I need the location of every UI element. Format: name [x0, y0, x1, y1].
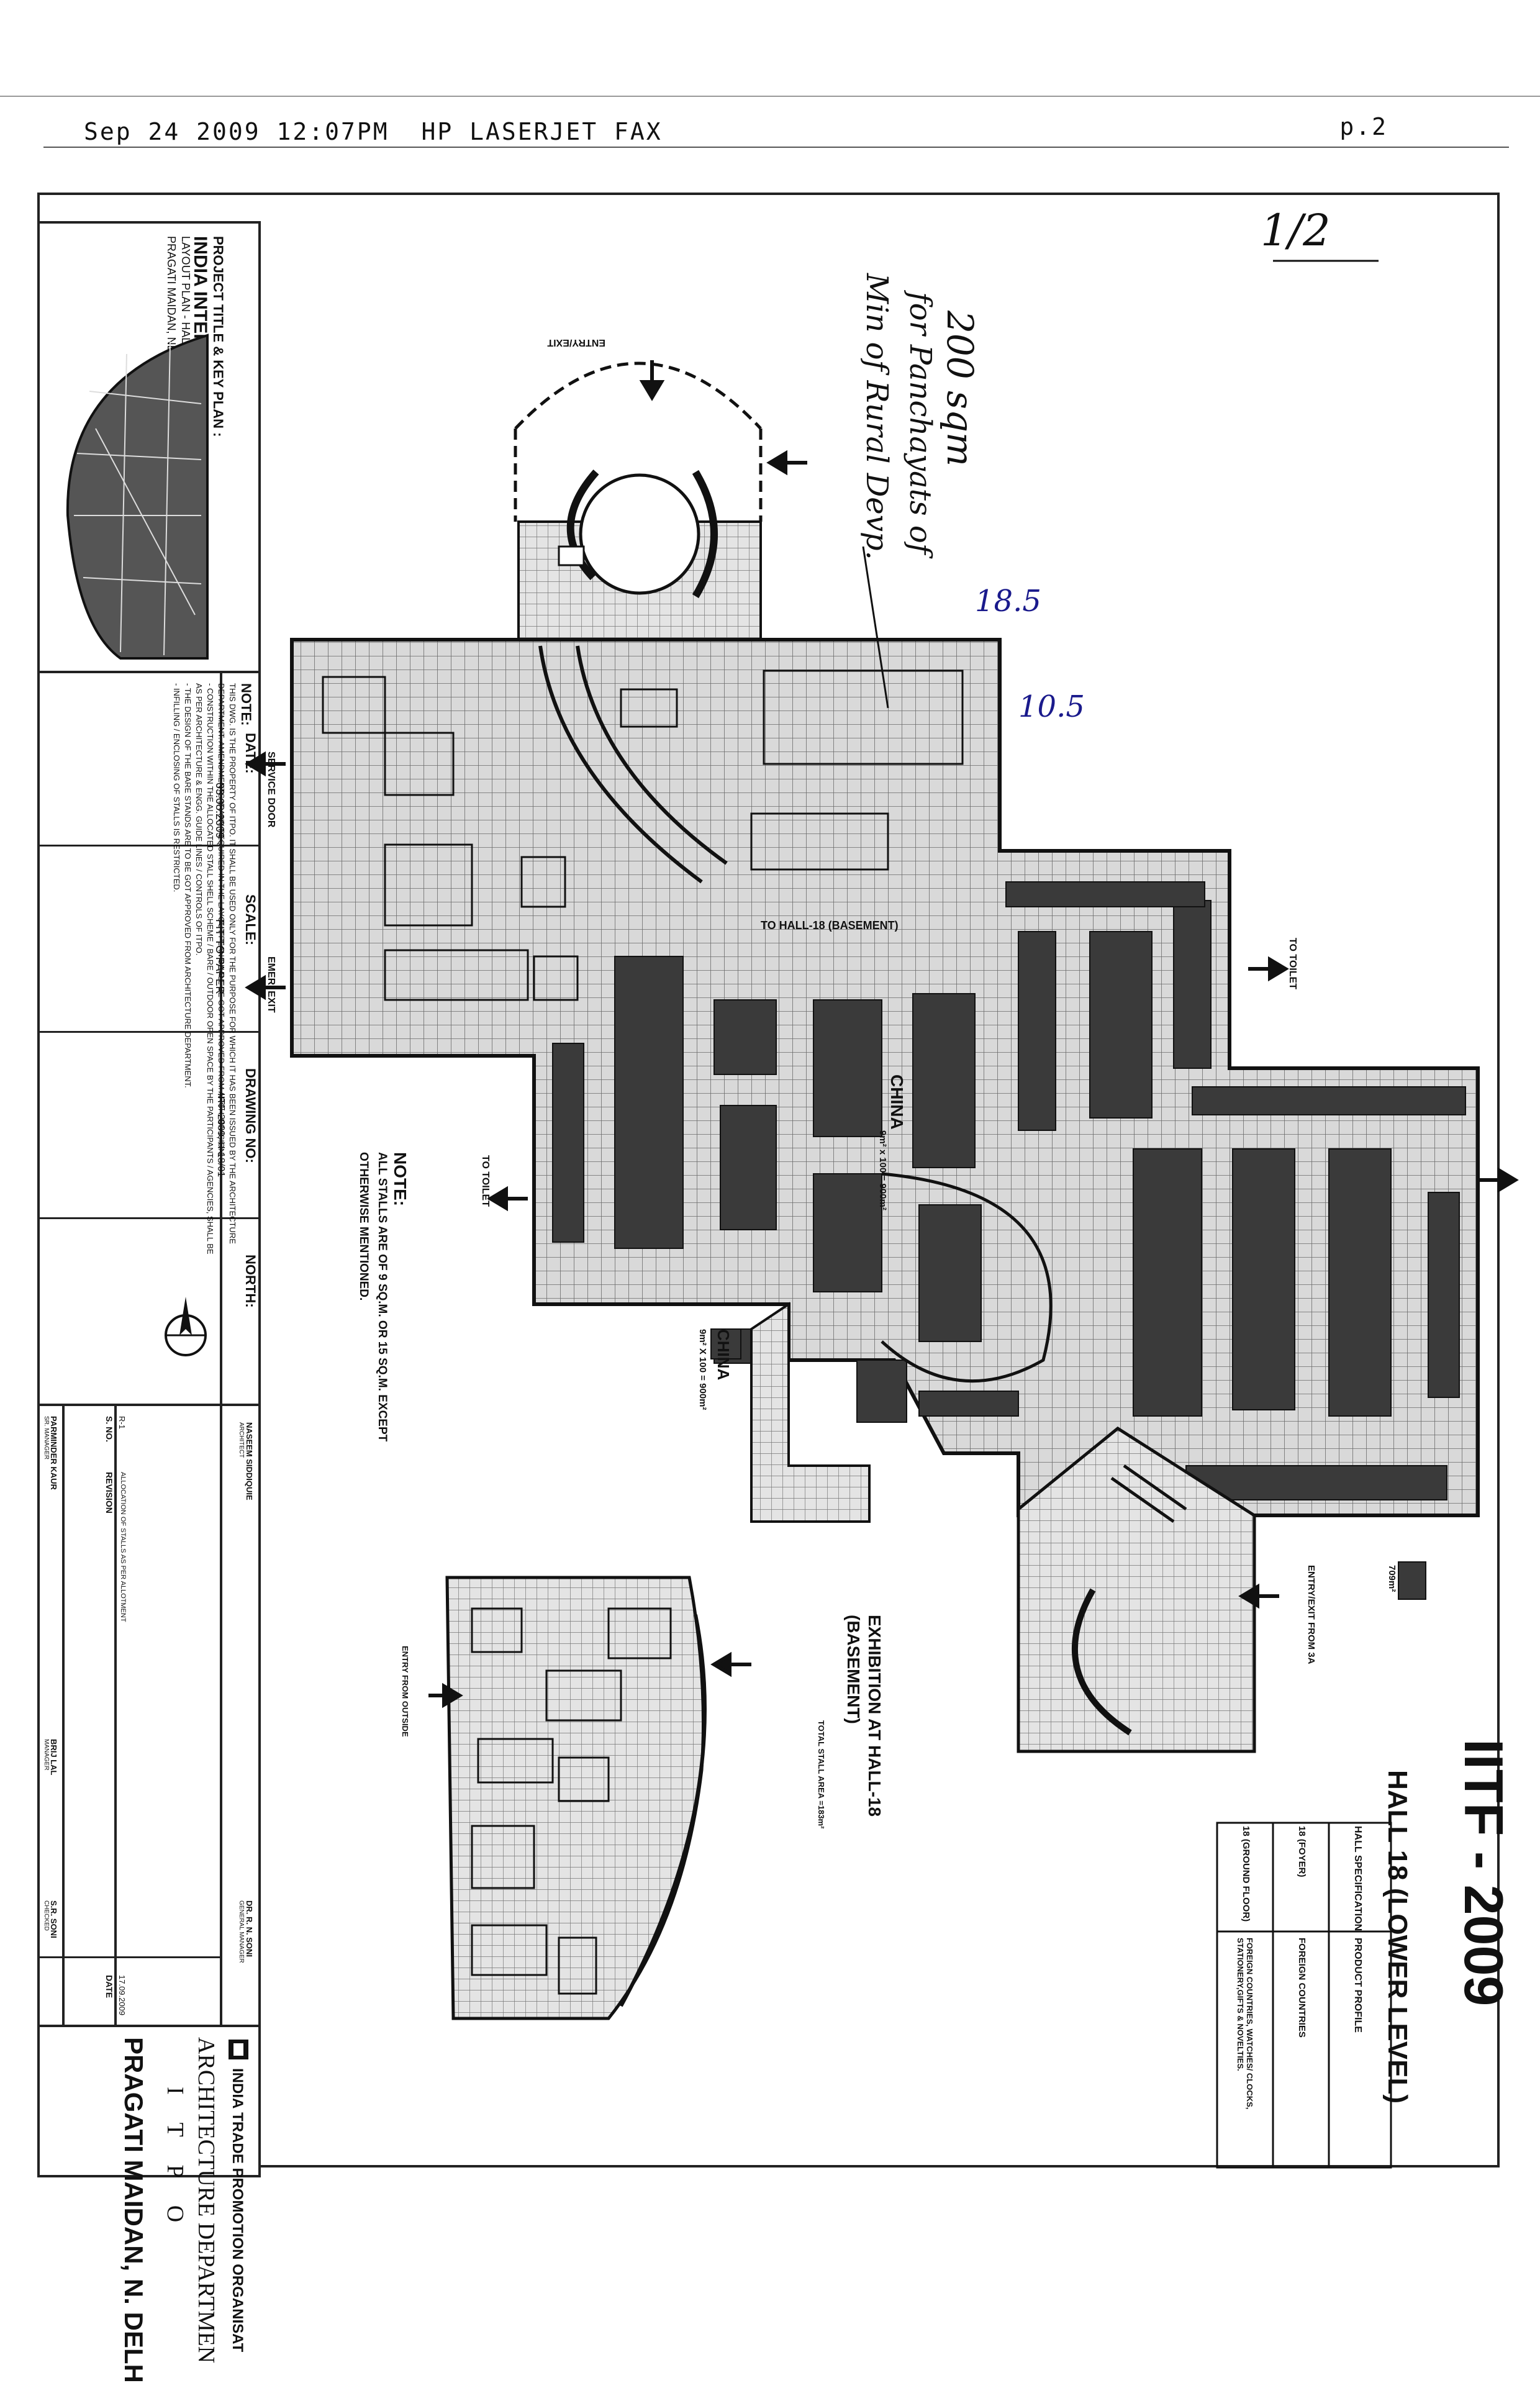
total-stall-area-label: TOTAL STALL AREA =183m²	[817, 1720, 826, 1829]
plan-arrows	[245, 360, 1519, 1709]
plan-note-text: ALL STALLS ARE OF 9 SQ.M. OR 15 SQ.M. EX…	[357, 1152, 389, 1442]
fax-bottom-rule	[43, 147, 1509, 148]
floor-plan	[245, 260, 1519, 2169]
spec-row-1-hall: 18 (FOYER)	[1297, 1826, 1307, 1877]
area-709-swatch	[1398, 1561, 1426, 1600]
plan-subtitle: HALL 18 (LOWER LEVEL)	[1382, 1770, 1413, 2104]
dark-stalls	[552, 881, 1466, 1500]
spec-header-hall: HALL SPECIFICATION	[1352, 1826, 1363, 1931]
north-arrow-icon	[165, 1297, 207, 1356]
fax-datetime: Sep 24 2009 12:07PM	[84, 118, 389, 145]
to-toilet-left-label: TO TOILET	[480, 1155, 491, 1207]
china-main-label: CHINA	[887, 1074, 907, 1130]
key-plan-map	[66, 334, 209, 660]
spec-table	[1216, 1822, 1392, 2169]
china-legend-label: CHINA	[714, 1329, 733, 1381]
entry-exit-top-label: ENTRY/EXIT	[547, 337, 605, 348]
fax-device: HP LASERJET FAX	[421, 118, 663, 145]
title-block: PROJECT TITLE & KEY PLAN : INDIA INTERNA…	[37, 221, 261, 2383]
lower-right-wing	[1017, 1426, 1256, 1753]
handwritten-pointer-line	[862, 546, 889, 709]
area-709-label: 709m²	[1387, 1565, 1397, 1592]
handwritten-dim-1: 18.5	[975, 584, 1041, 619]
entry-from-outside-label: ENTRY FROM OUTSIDE	[401, 1646, 410, 1737]
china-main-area: 9m² x 100 = 900m²	[877, 1130, 888, 1210]
itpo-logo-icon	[229, 2040, 248, 2059]
fax-header: Sep 24 2009 12:07PM HP LASERJET FAX p.2	[0, 99, 1540, 168]
spec-row-1-profile: FOREIGN COUNTRIES	[1297, 1938, 1307, 2038]
basement-plan	[445, 1576, 707, 2020]
spec-header-profile: PRODUCT PROFILE	[1352, 1938, 1363, 2033]
exhibition-basement-label: EXHIBITION AT HALL-18 (BASEMENT)	[844, 1615, 884, 1817]
spec-row-2-hall: 18 (GROUND FLOOR)	[1241, 1826, 1251, 1922]
handwritten-note-1: 200 sqm	[939, 311, 981, 467]
plan-title: IITF - 2009	[1453, 1739, 1515, 2007]
handwritten-dim-2: 10.5	[1018, 689, 1085, 724]
handwritten-fraction: 1/2	[1261, 205, 1331, 256]
fax-top-rule	[0, 96, 1540, 97]
to-hall-basement-label: TO HALL-18 (BASEMENT)	[761, 919, 899, 932]
entrance-rotunda	[514, 361, 763, 647]
service-door-label: SERVICE DOOR	[266, 751, 276, 828]
plan-note-heading: NOTE:	[391, 1152, 410, 1207]
spec-row-2-profile: FOREIGN COUNTRIES, WATCHES/ CLOCKS, STAT…	[1236, 1938, 1254, 2110]
handwritten-note-3: Min of Rural Devp.	[859, 273, 894, 560]
emer-exit-label: EMER. EXIT	[266, 956, 276, 1013]
to-toilet-right-label: TO TOILET	[1287, 938, 1298, 989]
upper-left-stalls	[322, 670, 964, 1001]
fax-datetime-device: Sep 24 2009 12:07PM HP LASERJET FAX	[84, 118, 663, 145]
china-legend-area: 9m² X 100 = 900m²	[697, 1329, 708, 1410]
china-legend-swatch	[710, 1328, 741, 1359]
entry-exit-from-label: ENTRY/EXIT FROM 3A	[1306, 1565, 1316, 1664]
handwritten-note-2: for Panchayats of	[903, 292, 938, 555]
fax-page: p.2	[1339, 113, 1388, 140]
